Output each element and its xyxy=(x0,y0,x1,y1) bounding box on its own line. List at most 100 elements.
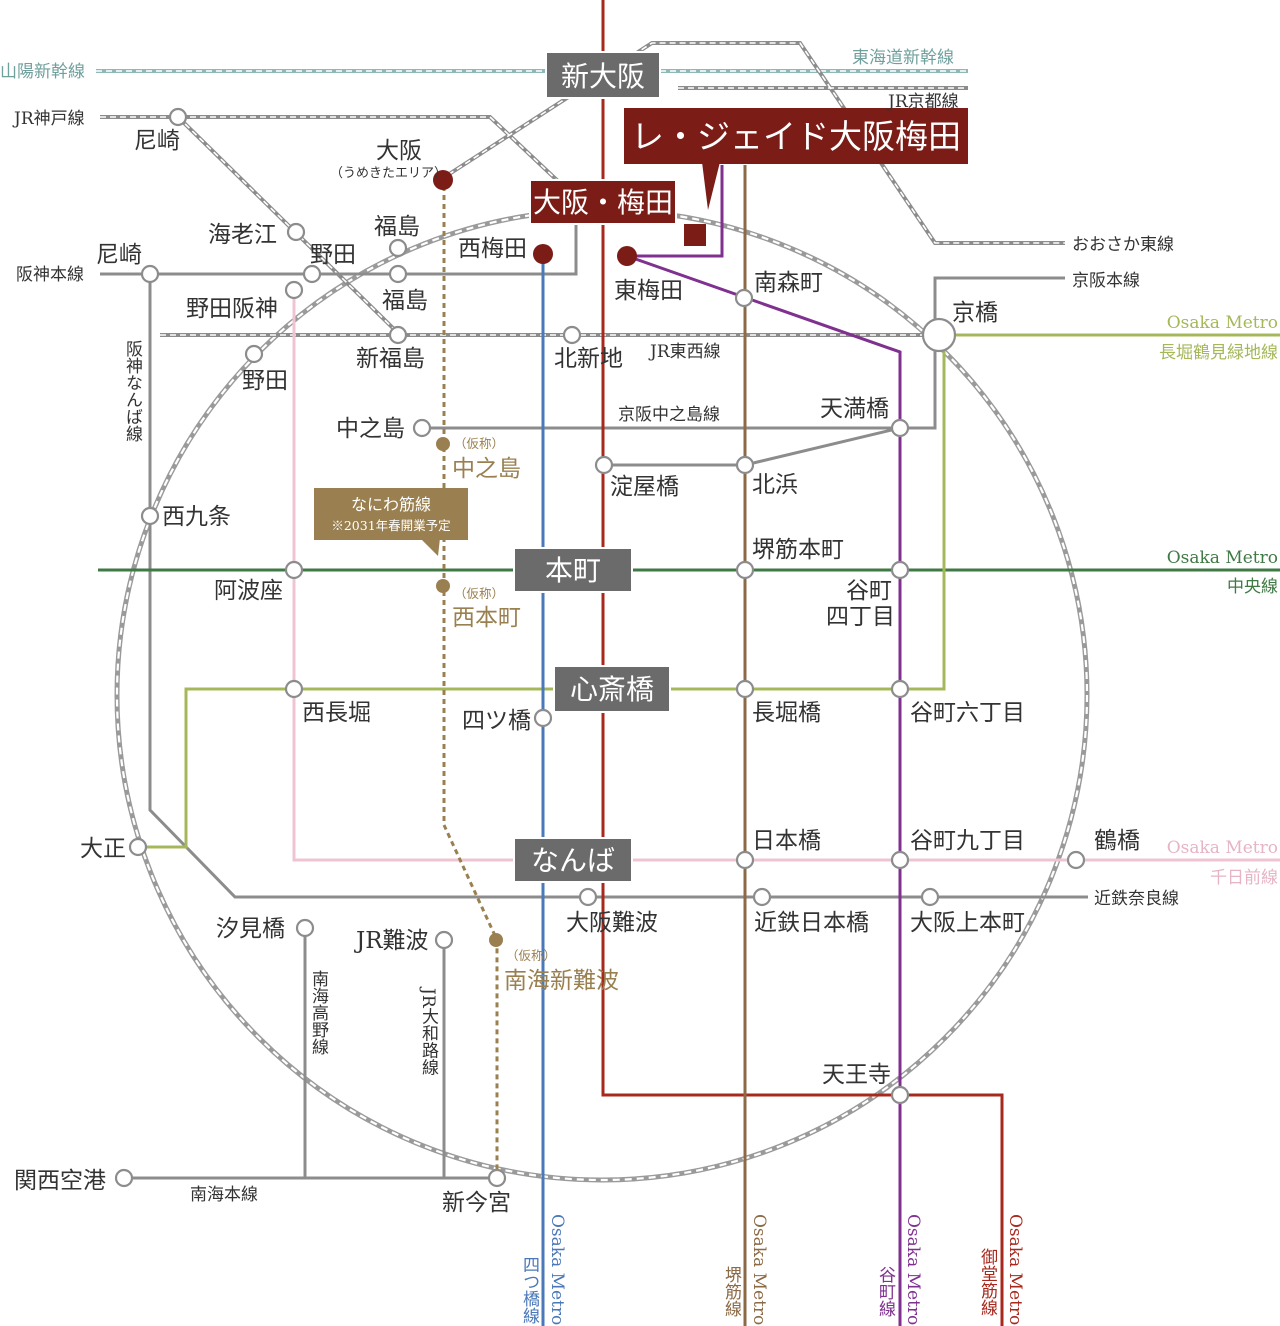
property-marker xyxy=(684,224,706,246)
line-metro-yotsubashi-name: Osaka Metro xyxy=(547,1214,567,1325)
hub-osaka-umeda: 大阪・梅田 xyxy=(529,179,677,225)
station-kansai-airport: 関西空港 xyxy=(14,1168,106,1194)
planned-nankai-shin-namba: 南海新難波 xyxy=(504,968,619,994)
station-tanimachi4-b: 四丁目 xyxy=(826,604,895,630)
line-kintetsu-nara: 近鉄奈良線 xyxy=(1094,889,1179,909)
station-osaka-namba: 大阪難波 xyxy=(566,910,658,936)
station-amagasaki-jr: 尼崎 xyxy=(134,128,180,154)
station-tennoji: 天王寺 xyxy=(822,1062,891,1088)
planned-nakanoshima: 中之島 xyxy=(452,456,521,482)
station-temmabashi: 天満橋 xyxy=(820,396,889,422)
station-noda: 野田 xyxy=(310,242,356,268)
station-kyobashi: 京橋 xyxy=(952,300,998,326)
station-markers xyxy=(114,107,1086,1188)
line-jr-kobe: JR神戸線 xyxy=(12,109,85,129)
line-sanyo-shinkansen: 山陽新幹線 xyxy=(0,61,85,82)
station-labels: 尼崎 大阪 （うめきたエリア） 海老江 福島 野田 西梅田 東梅田 南森町 尼崎… xyxy=(14,128,1140,1216)
property-callout: レ・ジェイド大阪梅田 xyxy=(624,108,968,246)
hub-shin-osaka: 新大阪 xyxy=(545,51,661,99)
line-chuo: 中央線 xyxy=(1227,577,1278,597)
station-noda-hanshin: 野田阪神 xyxy=(186,296,278,322)
station-nishi-nagahori: 西長堀 xyxy=(302,700,371,726)
station-nishi-umeda: 西梅田 xyxy=(458,236,527,262)
line-nagahori-tsurumi: 長堀鶴見緑地線 xyxy=(1159,343,1278,363)
station-ebie: 海老江 xyxy=(208,222,277,248)
line-osaka-higashi: おおさか東線 xyxy=(1072,235,1174,255)
line-metro-chuo-name: Osaka Metro xyxy=(1167,548,1278,568)
line-metro-nagahori-name: Osaka Metro xyxy=(1167,313,1278,333)
station-kintetsu-nippombashi: 近鉄日本橋 xyxy=(754,910,869,936)
planned-nishi-honmachi: 西本町 xyxy=(452,605,521,631)
station-fukushima-top: 福島 xyxy=(374,214,420,240)
station-shin-imamiya: 新今宮 xyxy=(442,1190,511,1216)
station-osaka-sub: （うめきたエリア） xyxy=(330,166,447,181)
osaka-dot xyxy=(433,170,453,190)
naniwa-note: ※2031年春開業予定 xyxy=(331,518,450,533)
station-jr-namba: JR難波 xyxy=(354,928,429,954)
station-shiomibashi: 汐見橋 xyxy=(216,916,285,942)
station-yodoyabashi: 淀屋橋 xyxy=(610,474,679,500)
line-keihan-main: 京阪本線 xyxy=(1072,271,1140,291)
metro-lines xyxy=(98,0,1280,1326)
line-metro-midosuji-name: Osaka Metro xyxy=(1005,1214,1025,1325)
line-yotsubashi: 四つ橋線 xyxy=(519,1256,540,1324)
station-minami-morimachi: 南森町 xyxy=(754,270,823,296)
line-labels: 山陽新幹線 東海道新幹線 JR神戸線 JR京都線 おおさか東線 阪神本線 京阪本… xyxy=(0,47,1278,1325)
hub-namba: なんば xyxy=(513,837,633,883)
line-midosuji: 御堂筋線 xyxy=(977,1248,998,1316)
planned-station-dots xyxy=(436,437,503,947)
station-kitahama: 北浜 xyxy=(752,472,798,498)
station-kita-shinchi: 北新地 xyxy=(554,346,623,372)
hub-osaka-umeda-label: 大阪・梅田 xyxy=(533,186,673,219)
station-nagahoribashi: 長堀橋 xyxy=(752,700,821,726)
line-tokaido-shinkansen: 東海道新幹線 xyxy=(852,47,954,68)
line-metro-sakaisuji-name: Osaka Metro xyxy=(749,1214,769,1325)
key-station-dots xyxy=(433,170,637,266)
property-name: レ・ジェイド大阪梅田 xyxy=(631,117,961,156)
station-yotsubashi: 四ツ橋 xyxy=(462,708,531,734)
line-keihan-nakanoshima: 京阪中之島線 xyxy=(618,405,720,425)
hub-namba-label: なんば xyxy=(531,844,615,877)
nishi-umeda-dot xyxy=(533,244,553,264)
kasho-label: （仮称） xyxy=(454,586,504,601)
line-metro-tanimachi-name: Osaka Metro xyxy=(903,1214,923,1325)
line-jr-kyoto: JR京都線 xyxy=(886,92,959,112)
jr-lines xyxy=(100,41,1065,337)
hub-shinsaibashi: 心斎橋 xyxy=(553,665,671,713)
line-jr-tozai: JR東西線 xyxy=(648,342,721,362)
station-noda-low: 野田 xyxy=(242,368,288,394)
kasho-label: （仮称） xyxy=(506,948,556,963)
station-nakanoshima: 中之島 xyxy=(336,416,405,442)
station-awaza: 阿波座 xyxy=(214,578,283,604)
hub-shinsaibashi-label: 心斎橋 xyxy=(570,673,654,706)
station-fukushima-low: 福島 xyxy=(382,288,428,314)
planned-station-labels: （仮称） 中之島 （仮称） 西本町 （仮称） 南海新難波 xyxy=(452,436,619,994)
line-hanshin-namba: 阪神なんば線 xyxy=(122,340,143,442)
hub-honmachi: 本町 xyxy=(513,547,633,593)
station-osaka: 大阪 xyxy=(376,138,422,164)
station-tanimachi4-a: 谷町 xyxy=(846,578,892,604)
station-sakaisuji-honmachi: 堺筋本町 xyxy=(752,537,844,563)
line-jr-yamatoji: JR大和路線 xyxy=(418,986,439,1076)
naniwa-note-callout: なにわ筋線 ※2031年春開業予定 xyxy=(314,488,468,556)
naniwa-line-label: なにわ筋線 xyxy=(351,495,431,514)
station-nishikujo: 西九条 xyxy=(162,504,231,530)
station-shin-fukushima: 新福島 xyxy=(356,346,425,372)
station-tanimachi9: 谷町九丁目 xyxy=(910,828,1025,854)
higashi-umeda-dot xyxy=(617,246,637,266)
kasho-label: （仮称） xyxy=(454,436,504,451)
station-taisho: 大正 xyxy=(80,836,126,862)
station-osaka-uehommachi: 大阪上本町 xyxy=(910,910,1025,936)
line-hanshin-main: 阪神本線 xyxy=(16,265,84,285)
hub-shin-osaka-label: 新大阪 xyxy=(561,60,645,93)
line-nankai-koya: 南海高野線 xyxy=(308,970,329,1055)
line-metro-sennichimae-name: Osaka Metro xyxy=(1167,838,1278,858)
line-nankai-main: 南海本線 xyxy=(190,1185,258,1205)
station-nippombashi: 日本橋 xyxy=(752,828,821,854)
line-tanimachi: 谷町線 xyxy=(875,1266,896,1317)
station-amagasaki-hanshin: 尼崎 xyxy=(96,242,142,268)
station-higashi-umeda: 東梅田 xyxy=(614,278,683,304)
station-tanimachi6: 谷町六丁目 xyxy=(910,700,1025,726)
line-sakaisuji: 堺筋線 xyxy=(721,1266,742,1317)
station-tsuruhashi: 鶴橋 xyxy=(1094,828,1140,854)
